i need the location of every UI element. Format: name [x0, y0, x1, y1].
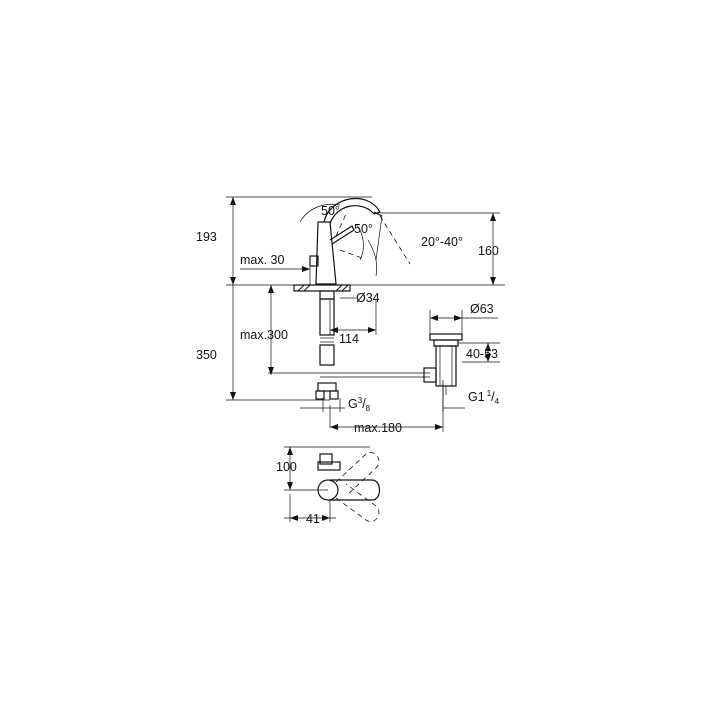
label-angle-handle: 50° [321, 204, 340, 218]
label-angle-handle-2: 50° [354, 222, 373, 236]
label-41: 41 [306, 512, 320, 526]
label-114: 114 [339, 332, 359, 346]
label-height-spout: 160 [478, 244, 499, 258]
label-angle-spout: 20°-40° [421, 235, 463, 249]
label-height-total: 193 [196, 230, 217, 244]
dimension-lines [226, 196, 505, 522]
drain-assembly [423, 333, 463, 395]
arrow-heads [230, 197, 496, 521]
label-max-30: max. 30 [240, 253, 285, 267]
dimension-labels: 50° 50° 20°-40° 193 160 max. 30 Ø34 max.… [196, 204, 500, 526]
label-40-53: 40-53 [466, 347, 498, 361]
label-100: 100 [276, 460, 297, 474]
label-max-300: max.300 [240, 328, 288, 342]
label-max-180: max.180 [354, 421, 402, 435]
label-dia-63: Ø63 [470, 302, 494, 316]
label-350: 350 [196, 348, 217, 362]
label-dia-34: Ø34 [356, 291, 380, 305]
faucet-elevation [293, 197, 411, 400]
label-g38: G3/8 [348, 396, 371, 413]
faucet-plan-view [317, 452, 381, 522]
